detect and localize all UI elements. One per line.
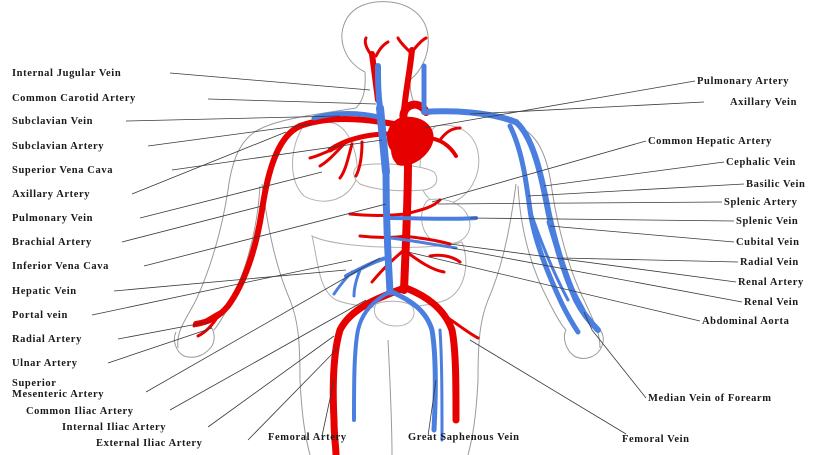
label-brachial-artery: Brachial Artery: [12, 237, 92, 248]
label-renal-vein: Renal Vein: [744, 297, 799, 308]
internal-jugular-vein: [378, 66, 380, 108]
label-subclavian-artery: Subclavian Artery: [12, 141, 104, 152]
label-superior: Superior: [12, 378, 56, 389]
label-median-vein-of-forearm: Median Vein of Forearm: [648, 393, 772, 404]
label-splenic-artery: Splenic Artery: [724, 197, 798, 208]
label-subclavian-vein: Subclavian Vein: [12, 116, 93, 127]
bladder: [374, 301, 414, 326]
label-radial-vein: Radial Vein: [740, 257, 799, 268]
label-mesenteric-artery: Mesenteric Artery: [12, 389, 104, 400]
liver: [354, 164, 437, 191]
label-axillary-vein: Axillary Vein: [730, 97, 797, 108]
label-radial-artery: Radial Artery: [12, 334, 82, 345]
label-renal-artery: Renal Artery: [738, 277, 804, 288]
label-cephalic-vein: Cephalic Vein: [726, 157, 796, 168]
label-cubital-vein: Cubital Vein: [736, 237, 800, 248]
inferior-vena-cava: [386, 172, 390, 292]
labels-right: Pulmonary Artery Axillary Vein Common He…: [648, 76, 805, 404]
label-common-hepatic-artery: Common Hepatic Artery: [648, 136, 772, 147]
label-ulnar-artery: Ulnar Artery: [12, 358, 78, 369]
label-femoral-vein: Femoral Vein: [622, 434, 690, 445]
brachial-artery: [196, 126, 300, 324]
label-external-iliac-artery: External Iliac Artery: [96, 438, 203, 449]
label-pulmonary-artery: Pulmonary Artery: [697, 76, 789, 87]
label-superior-vena-cava: Superior Vena Cava: [12, 165, 113, 176]
label-abdominal-aorta: Abdominal Aorta: [702, 316, 790, 327]
label-common-carotid-artery: Common Carotid Artery: [12, 93, 136, 104]
label-axillary-artery: Axillary Artery: [12, 189, 90, 200]
label-basilic-vein: Basilic Vein: [746, 179, 805, 190]
label-common-iliac-artery: Common Iliac Artery: [26, 406, 134, 417]
label-splenic-vein: Splenic Vein: [736, 216, 798, 227]
label-portal-vein: Portal vein: [12, 310, 68, 321]
abdominal-aorta: [404, 160, 408, 290]
label-internal-jugular-vein: Internal Jugular Vein: [12, 68, 121, 79]
label-great-saphenous-vein: Great Saphenous Vein: [408, 432, 520, 443]
label-internal-iliac-artery: Internal Iliac Artery: [62, 422, 166, 433]
label-pulmonary-vein: Pulmonary Vein: [12, 213, 93, 224]
splenic-vein: [388, 218, 476, 219]
labels-bottom: Femoral Artery Great Saphenous Vein Femo…: [268, 432, 690, 445]
label-femoral-artery: Femoral Artery: [268, 432, 347, 443]
label-inferior-vena-cava: Inferior Vena Cava: [12, 261, 109, 272]
label-hepatic-vein: Hepatic Vein: [12, 286, 77, 297]
carotid-right: [404, 50, 412, 110]
